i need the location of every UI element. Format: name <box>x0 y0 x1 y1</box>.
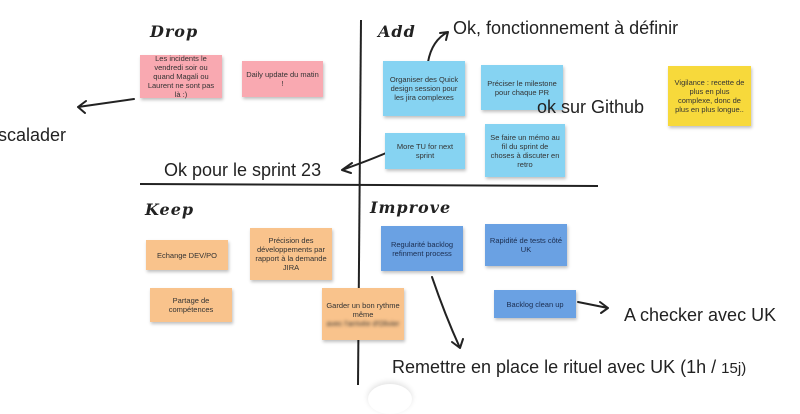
annotation-remettre-tail: 15j) <box>721 360 747 377</box>
note-text: Préciser le milestone pour chaque PR <box>487 78 557 97</box>
sticky-note-drop-update[interactable]: Daily update du matin ! <box>242 61 323 97</box>
annotation-ok-sprint[interactable]: Ok pour le sprint 23 <box>164 160 322 180</box>
annotation-remettre-main: Remettre en place le rituel avec UK (1h … <box>392 357 717 377</box>
quadrant-title-improve: Improve <box>370 198 452 217</box>
note-text-blurred: avec l'arrivée d'Olivier <box>326 318 400 328</box>
note-text: Les incidents le vendredi soir ou quand … <box>147 54 215 99</box>
note-text: Vigilance : recette de plus en plus comp… <box>674 78 745 114</box>
sticky-note-keep-precision[interactable]: Précision des développements par rapport… <box>250 228 332 280</box>
sticky-note-keep-rythme[interactable]: Garder un bon rythme même avec l'arrivée… <box>322 288 404 340</box>
sticky-note-vigilance[interactable]: Vigilance : recette de plus en plus comp… <box>668 66 751 126</box>
arrow-fonctionnement <box>427 31 449 63</box>
sticky-note-add-memo[interactable]: Se faire un mémo au fil du sprint de cho… <box>485 124 565 177</box>
quadrant-title-drop: Drop <box>150 22 199 41</box>
note-text: Garder un bon rythme même <box>326 300 400 319</box>
quadrant-title-keep: Keep <box>145 200 195 219</box>
bottom-toolbar-handle[interactable] <box>368 384 412 414</box>
note-text: Précision des développements par rapport… <box>255 236 327 272</box>
sticky-note-add-milestone[interactable]: Préciser le milestone pour chaque PR <box>481 65 563 110</box>
annotation-ok-github[interactable]: ok sur Github <box>537 97 645 117</box>
arrow-checker <box>577 301 609 314</box>
annotation-a-checker[interactable]: A checker avec UK <box>624 305 777 325</box>
annotation-ok-fonctionnement[interactable]: Ok, fonctionnement à définir <box>453 18 679 38</box>
sticky-note-drop-incidents[interactable]: Les incidents le vendredi soir ou quand … <box>140 54 222 99</box>
note-text: Organiser des Quick design session pour … <box>389 75 459 102</box>
sticky-note-improve-regularite[interactable]: Regularité backlog refinment process <box>381 226 463 271</box>
horizontal-divider <box>139 183 599 187</box>
note-text: Partage de compétences <box>168 296 214 314</box>
sticky-note-improve-backlog[interactable]: Backlog clean up <box>494 290 576 318</box>
sticky-note-improve-rapidite[interactable]: Rapidité de tests côté UK <box>485 224 567 266</box>
arrow-sprint-23 <box>341 152 387 174</box>
arrow-escalader <box>77 98 135 114</box>
note-text: More TU for next sprint <box>396 142 454 160</box>
quadrant-title-add: Add <box>378 22 416 41</box>
sticky-note-keep-partage[interactable]: Partage de compétences <box>150 288 232 322</box>
sticky-note-keep-echange[interactable]: Echange DEV/PO <box>146 240 228 270</box>
note-text: Daily update du matin ! <box>246 70 319 88</box>
annotation-escalader[interactable]: scalader <box>0 125 67 145</box>
note-text: Regularité backlog refinment process <box>390 239 454 258</box>
sticky-note-add-more-tu[interactable]: More TU for next sprint <box>385 133 465 169</box>
note-text: Rapidité de tests côté UK <box>489 236 563 254</box>
annotation-remettre[interactable]: Remettre en place le rituel avec UK (1h … <box>392 357 746 378</box>
note-text: Se faire un mémo au fil du sprint de cho… <box>490 132 560 169</box>
note-text: Echange DEV/PO <box>156 250 218 260</box>
note-text: Backlog clean up <box>506 299 564 309</box>
arrow-remettre <box>431 276 464 349</box>
sticky-note-add-quick-design[interactable]: Organiser des Quick design session pour … <box>383 61 465 116</box>
